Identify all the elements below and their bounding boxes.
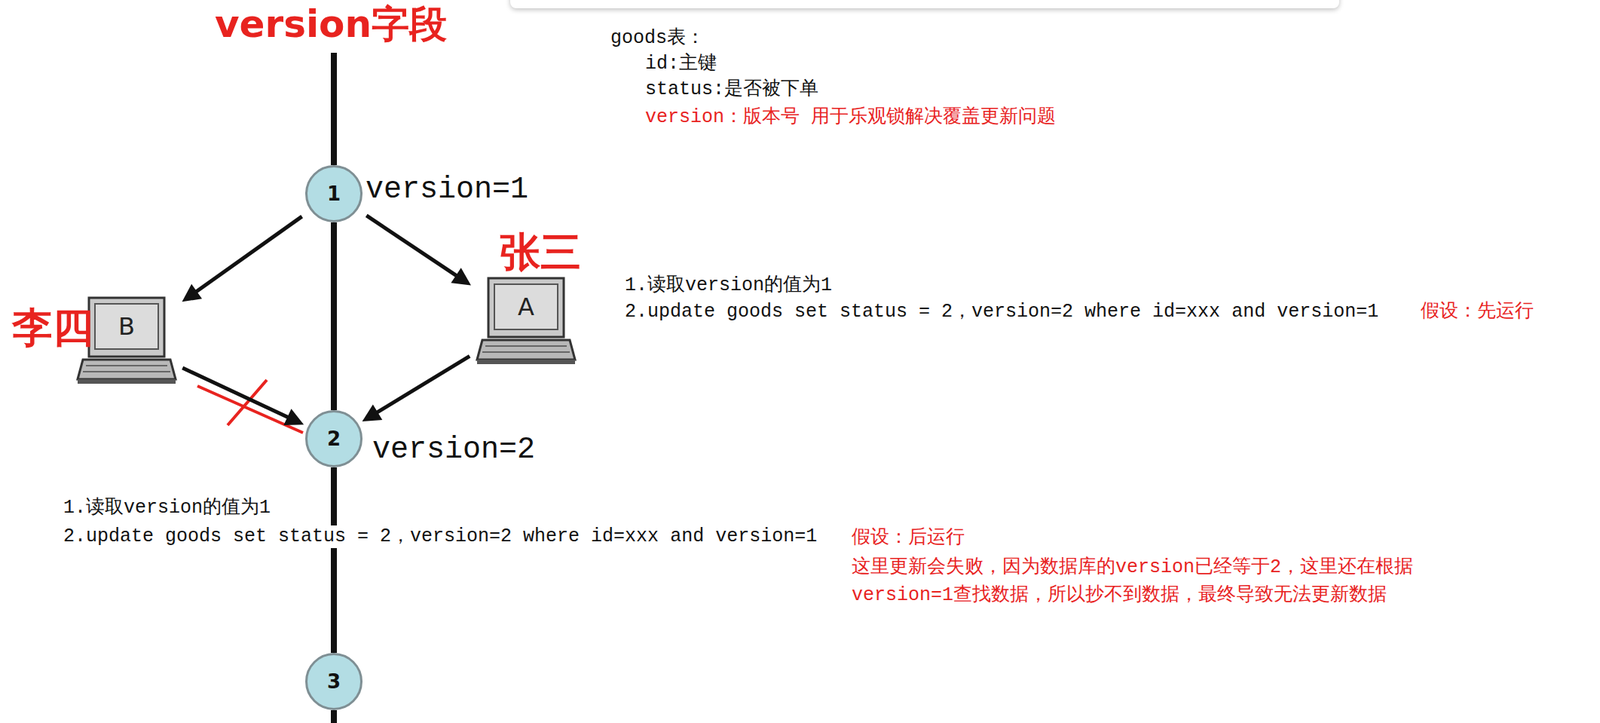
label-box: version：版本号 用于乐观锁解决覆盖更新问题 — [645, 106, 1056, 129]
version-note: version=2 — [372, 431, 536, 469]
table-field: id:主键 — [645, 52, 717, 76]
timeline-line — [330, 709, 337, 723]
step-circle: 3 — [305, 652, 363, 710]
arrow-head — [450, 267, 472, 285]
connector-line — [330, 467, 337, 653]
strike-line — [197, 385, 303, 433]
assumption-note: 假设：后运行 — [851, 526, 965, 550]
connector-line — [366, 215, 457, 276]
table-note: goods表： — [610, 27, 705, 50]
computer-letter: B — [118, 312, 135, 341]
screen-area: B — [94, 303, 159, 349]
flow-arrow — [182, 216, 303, 302]
label-box: version=1 — [365, 171, 529, 209]
label-box: 1.读取version的值为1 — [624, 274, 833, 297]
label-box: 张三 — [499, 228, 582, 278]
label-box: 李四 — [12, 303, 94, 353]
sql-note: 2.update goods set status = 2，version=2 … — [60, 525, 820, 548]
arrow-head — [362, 403, 383, 422]
connector-line — [195, 216, 302, 292]
flow-arrow — [366, 215, 472, 286]
connector-line — [182, 367, 289, 418]
user-name: 李四 — [12, 303, 94, 353]
label-box: id:主键 — [645, 52, 717, 76]
step-circle: 2 — [305, 409, 363, 468]
laptop-icon: A — [474, 276, 577, 368]
label-box: goods表： — [610, 27, 705, 50]
label-box: 1.读取version的值为1 — [60, 496, 274, 520]
step-number: 1 — [327, 182, 341, 205]
user-name: 张三 — [499, 228, 582, 278]
laptop-drawing — [474, 276, 577, 368]
label-box: 这里更新会失败，因为数据库的version已经等于2，这里还在根据 versio… — [851, 553, 1478, 609]
label-box: 假设：后运行 — [851, 526, 965, 550]
label-box: status:是否被下单 — [645, 78, 819, 101]
arrow-head — [283, 408, 304, 426]
label-box: version字段 — [214, 1, 447, 47]
top-panel — [510, 0, 1340, 9]
explanation-note: 这里更新会失败，因为数据库的version已经等于2，这里还在根据 versio… — [851, 553, 1478, 609]
step-note: 1.读取version的值为1 — [60, 496, 274, 520]
timeline-line — [333, 467, 335, 653]
flow-arrow — [362, 355, 471, 422]
assumption-note: 假设：先运行 — [1420, 300, 1534, 324]
step-circle: 1 — [305, 165, 363, 223]
connector-line — [376, 355, 470, 413]
connector-line — [330, 222, 337, 410]
label-box: version=2 — [372, 431, 536, 469]
version-note: version=1 — [365, 171, 529, 209]
step-note: 1.读取version的值为1 — [624, 274, 833, 297]
label-box: 2.update goods set status = 2，version=2 … — [60, 525, 820, 548]
label-box: 2.update goods set status = 2，version=2 … — [624, 300, 1379, 324]
timeline-line — [330, 52, 337, 166]
label-box: 假设：先运行 — [1420, 300, 1534, 324]
sql-note: 2.update goods set status = 2，version=2 … — [624, 300, 1379, 324]
step-number: 3 — [327, 669, 341, 693]
arrow-head — [182, 284, 203, 303]
table-field: status:是否被下单 — [645, 78, 819, 101]
step-number: 2 — [327, 427, 341, 450]
timeline-line — [333, 222, 335, 410]
diagram-title: version字段 — [214, 1, 447, 47]
computer-letter: A — [517, 292, 535, 322]
screen-area: A — [494, 284, 558, 330]
flow-arrow — [182, 367, 304, 426]
table-field: version：版本号 用于乐观锁解决覆盖更新问题 — [645, 106, 1056, 129]
